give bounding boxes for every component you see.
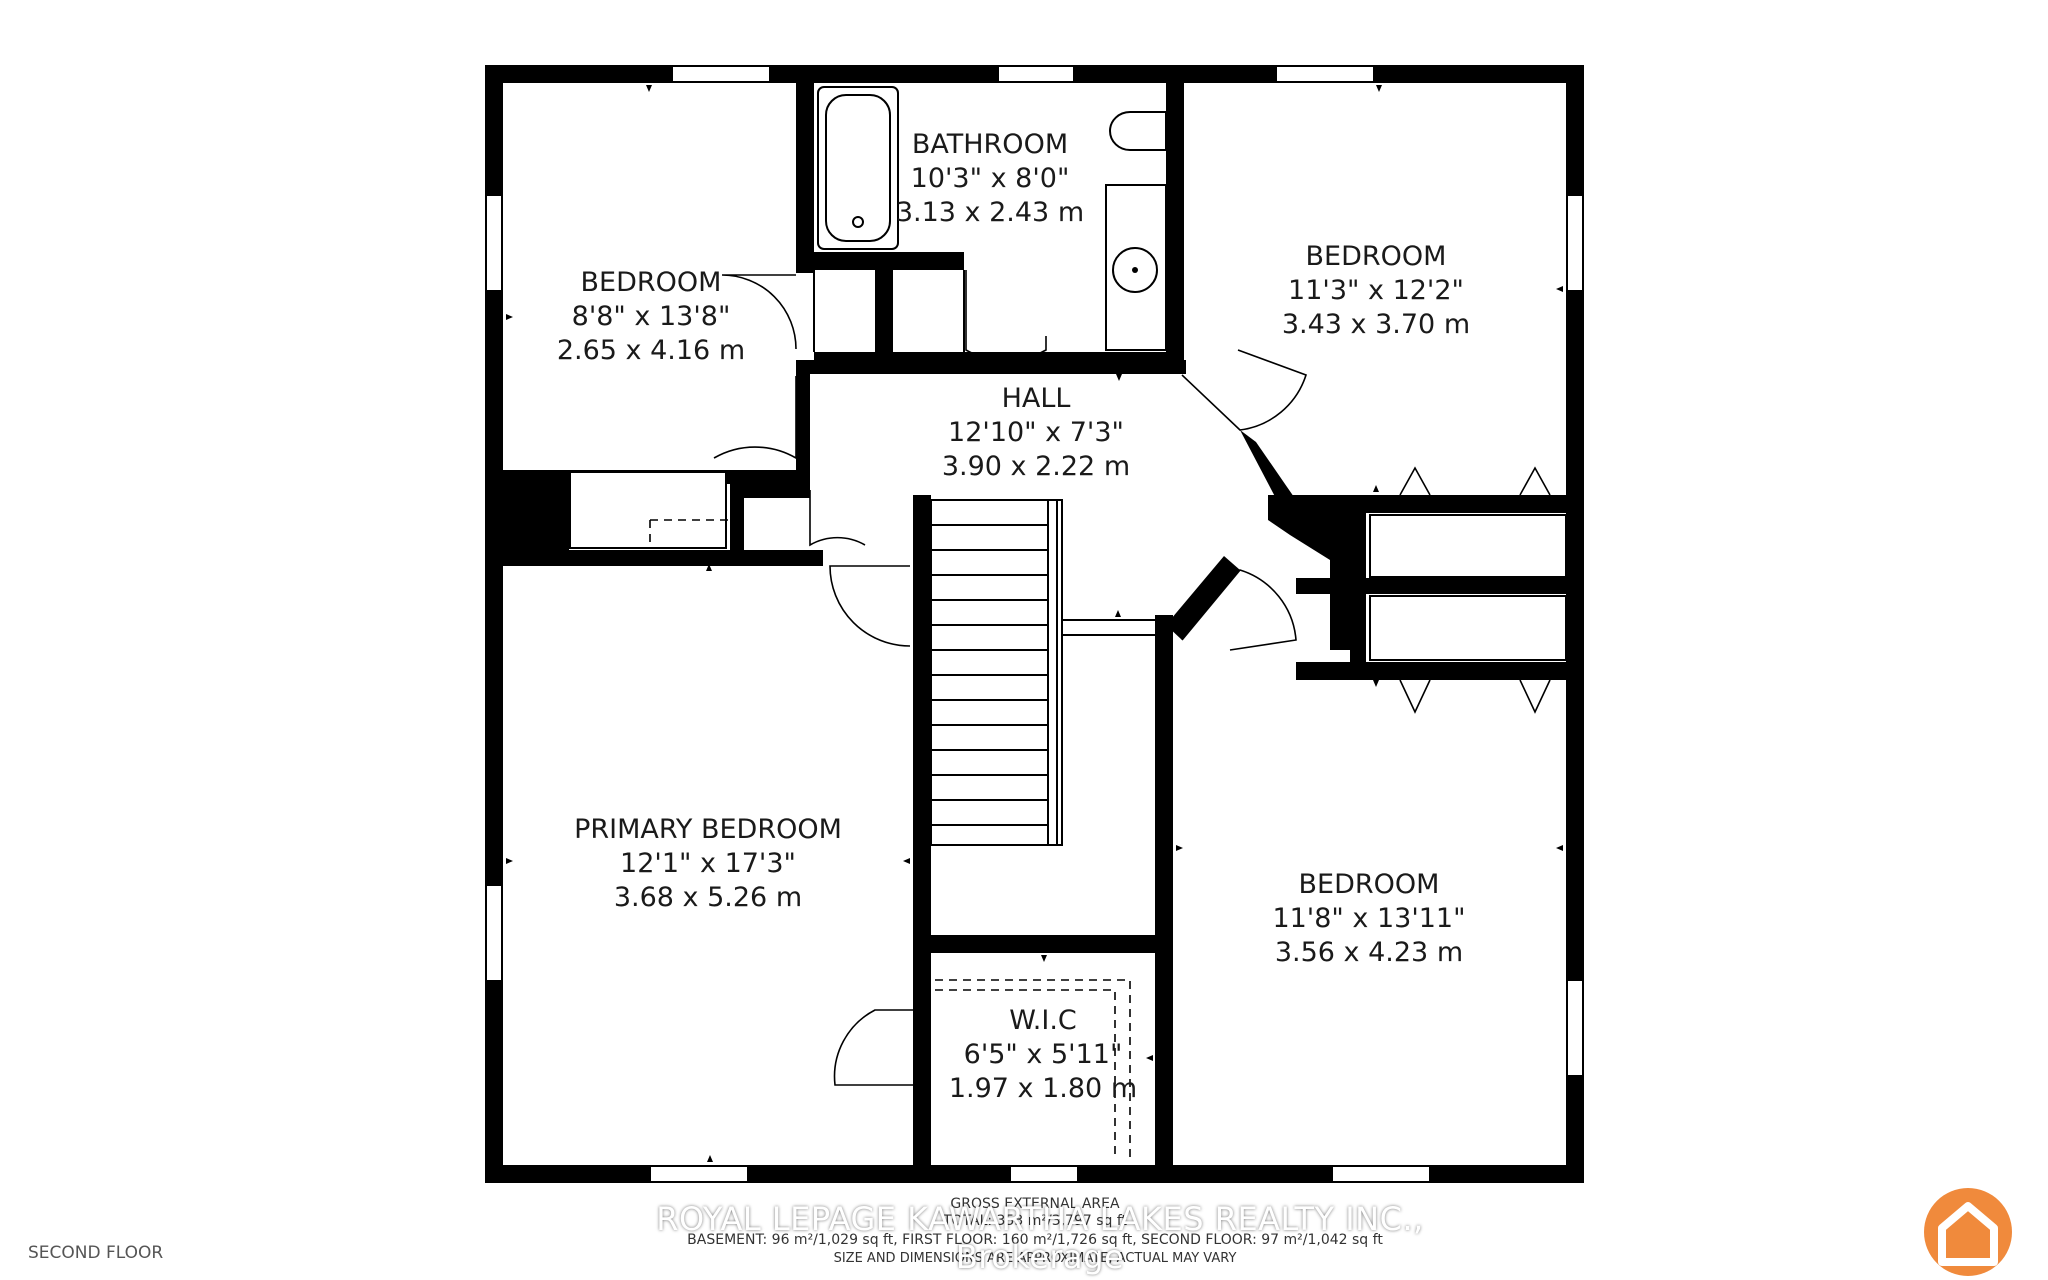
windows: [485, 65, 1584, 1183]
svg-text:2.65 x 4.16 m: 2.65 x 4.16 m: [557, 335, 745, 366]
bathroom-fixtures: [817, 86, 1167, 351]
svg-text:W.I.C: W.I.C: [1009, 1005, 1077, 1036]
svg-text:BASEMENT: 96 m²/1,029 sq ft, F: BASEMENT: 96 m²/1,029 sq ft, FIRST FLOOR…: [687, 1232, 1383, 1248]
svg-text:10'3" x 8'0": 10'3" x 8'0": [911, 163, 1070, 194]
interior-walls: [503, 83, 1584, 1165]
doors: [713, 270, 1307, 1086]
svg-text:3.43 x 3.70 m: 3.43 x 3.70 m: [1282, 309, 1470, 340]
room-label-bedroom-ne: BEDROOM 11'3" x 12'2" 3.43 x 3.70 m: [1282, 241, 1470, 340]
svg-text:8'8" x 13'8": 8'8" x 13'8": [572, 301, 731, 332]
area-footer: GROSS EXTERNAL AREA TOTAL: 353 m²/3,797 …: [687, 1196, 1383, 1266]
house-logo-icon: [1924, 1188, 2012, 1276]
svg-text:11'3" x 12'2": 11'3" x 12'2": [1288, 275, 1464, 306]
room-label-hall: HALL 12'10" x 7'3" 3.90 x 2.22 m: [942, 383, 1130, 482]
svg-text:3.13 x 2.43 m: 3.13 x 2.43 m: [896, 197, 1084, 228]
svg-text:12'10" x 7'3": 12'10" x 7'3": [948, 417, 1124, 448]
svg-text:PRIMARY BEDROOM: PRIMARY BEDROOM: [574, 814, 842, 845]
room-label-wic: W.I.C 6'5" x 5'11" 1.97 x 1.80 m: [949, 1005, 1137, 1104]
room-label-bedroom-nw: BEDROOM 8'8" x 13'8" 2.65 x 4.16 m: [557, 267, 745, 366]
svg-text:TOTAL: 353 m²/3,797 sq ft: TOTAL: 353 m²/3,797 sq ft: [942, 1213, 1128, 1229]
svg-text:BATHROOM: BATHROOM: [912, 129, 1068, 160]
brokerage-watermark: ROYAL LEPAGE KAWARTHA LAKES REALTY INC.,…: [656, 1200, 1424, 1276]
dimension-markers: [506, 85, 1563, 1162]
svg-text:SIZE AND DIMENSIONS ARE APPROX: SIZE AND DIMENSIONS ARE APPROXIMATE, ACT…: [834, 1251, 1237, 1266]
svg-text:BEDROOM: BEDROOM: [1299, 869, 1440, 900]
svg-text:3.56 x 4.23 m: 3.56 x 4.23 m: [1275, 937, 1463, 968]
room-label-primary-bedroom: PRIMARY BEDROOM 12'1" x 17'3" 3.68 x 5.2…: [574, 814, 842, 913]
svg-text:GROSS EXTERNAL AREA: GROSS EXTERNAL AREA: [950, 1196, 1120, 1212]
svg-text:BEDROOM: BEDROOM: [1306, 241, 1447, 272]
svg-text:1.97 x 1.80 m: 1.97 x 1.80 m: [949, 1073, 1137, 1104]
svg-text:12'1" x 17'3": 12'1" x 17'3": [620, 848, 796, 879]
svg-text:6'5" x 5'11": 6'5" x 5'11": [964, 1039, 1123, 1070]
floor-name: SECOND FLOOR: [28, 1243, 164, 1263]
room-label-bathroom: BATHROOM 10'3" x 8'0" 3.13 x 2.43 m: [896, 129, 1084, 228]
svg-text:3.90 x 2.22 m: 3.90 x 2.22 m: [942, 451, 1130, 482]
svg-text:HALL: HALL: [1002, 383, 1071, 414]
closets: [569, 466, 1567, 1160]
stairs: [930, 499, 1155, 846]
svg-text:11'8" x 13'11": 11'8" x 13'11": [1272, 903, 1465, 934]
room-label-bedroom-se: BEDROOM 11'8" x 13'11" 3.56 x 4.23 m: [1272, 869, 1465, 968]
svg-text:3.68 x 5.26 m: 3.68 x 5.26 m: [614, 882, 802, 913]
svg-text:BEDROOM: BEDROOM: [581, 267, 722, 298]
